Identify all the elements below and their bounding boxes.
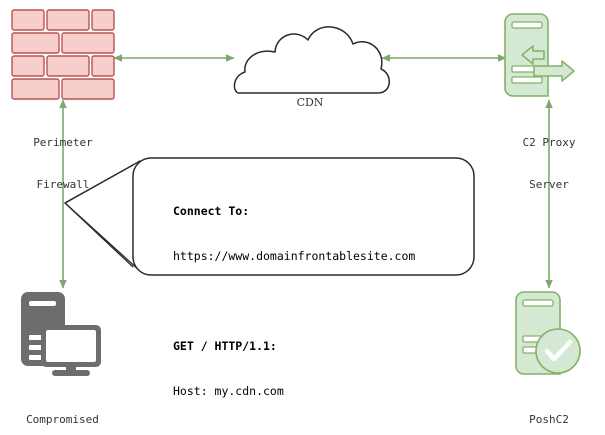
poshc2-label: PoshC2 Server xyxy=(494,385,604,435)
callout-line-connect-to: Connect To: xyxy=(173,204,250,218)
proxy-label: C2 Proxy Server xyxy=(494,108,604,220)
callout-bubble[interactable] xyxy=(64,157,475,276)
proxy-server-icon[interactable] xyxy=(504,13,575,97)
callout-line-url: https://www.domainfrontablesite.com xyxy=(173,249,416,263)
server-check-icon[interactable] xyxy=(515,291,581,375)
firewall-label-line2: Firewall xyxy=(36,178,90,191)
proxy-label-line1: C2 Proxy xyxy=(522,136,576,149)
firewall-label-line1: Perimeter xyxy=(33,136,93,149)
callout-text-block: Connect To: https://www.domainfrontables… xyxy=(173,174,415,429)
host-label: Compromised Host xyxy=(5,385,120,435)
desktop-computer-icon[interactable] xyxy=(21,292,101,376)
firewall-label: Perimeter Firewall xyxy=(8,108,118,220)
cloud-icon[interactable] xyxy=(233,26,390,94)
callout-spacer xyxy=(173,294,415,309)
poshc2-label-line1: PoshC2 xyxy=(529,413,569,426)
cdn-label: CDN xyxy=(296,96,324,109)
proxy-label-line2: Server xyxy=(529,178,569,191)
callout-line-host-header: Host: my.cdn.com xyxy=(173,384,284,398)
brick-wall-icon[interactable] xyxy=(11,9,115,100)
host-label-line1: Compromised xyxy=(26,413,99,426)
callout-line-get-request: GET / HTTP/1.1: xyxy=(173,339,277,353)
